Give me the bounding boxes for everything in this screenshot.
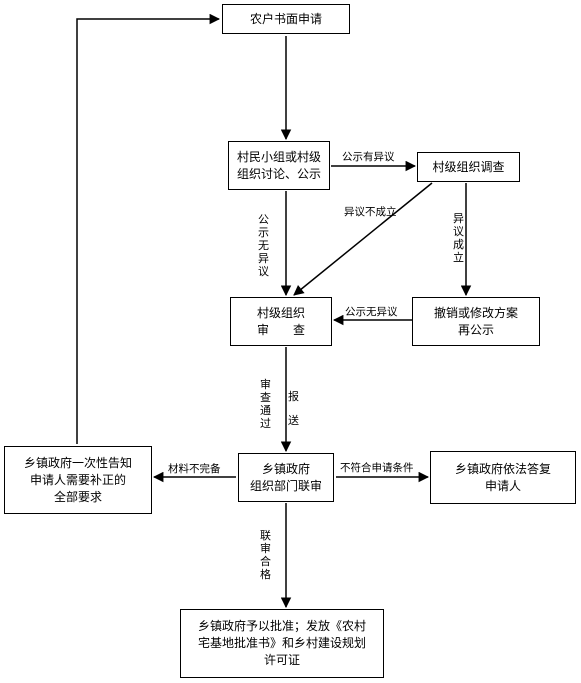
- node-farmer-application: 农户书面申请: [222, 4, 350, 34]
- label-no-objection-vertical: 公示无异议: [258, 213, 269, 278]
- node-legal-reply: 乡镇政府依法答复 申请人: [430, 451, 576, 504]
- node-approve-line-3: 许可证: [263, 653, 300, 667]
- label-objection-valid: 异议成立: [453, 212, 464, 264]
- node-reply-line-2: 申请人: [484, 478, 521, 493]
- label-objection-raised: 公示有异议: [342, 151, 395, 163]
- node-discuss-line-1: 村民小组或村级: [236, 149, 321, 164]
- node-revise-line-1: 撤销或修改方案: [433, 305, 518, 320]
- node-village-review: 村级组织 审 查: [230, 297, 332, 346]
- node-notify-line-3: 全部要求: [53, 489, 102, 504]
- node-joint-review: 乡镇政府 组织部门联审: [238, 453, 334, 502]
- node-review-line-2: 审 查: [256, 322, 305, 337]
- node-approve-line-1: 乡镇政府予以批准；发放《农村: [197, 619, 366, 633]
- label-review-passed: 审查通过: [260, 378, 271, 430]
- arrow-notify-to-apply: [76, 13, 221, 444]
- label-no-objection-horizontal: 公示无异议: [345, 306, 398, 318]
- label-submit: 报送: [288, 390, 299, 427]
- node-notify-line-2: 申请人需要补正的: [29, 472, 126, 487]
- node-discuss-line-2: 组织讨论、公示: [236, 166, 321, 181]
- node-revise-republish: 撤销或修改方案 再公示: [412, 297, 540, 346]
- label-not-qualified: 不符合申请条件: [340, 462, 414, 474]
- node-discussion-publicity: 村民小组或村级 组织讨论、公示: [228, 141, 330, 190]
- label-materials-incomplete: 材料不完备: [168, 463, 221, 475]
- node-apply-line-1: 农户书面申请: [249, 11, 322, 26]
- node-approval-issue: 乡镇政府予以批准；发放《农村 宅基地批准书》和乡村建设规划 许可证: [180, 609, 384, 678]
- label-objection-invalid: 异议不成立: [344, 206, 397, 218]
- node-joint-line-2: 组织部门联审: [249, 478, 322, 493]
- node-notify-line-1: 乡镇政府一次性告知: [23, 455, 132, 470]
- arrow-investigate-to-review: [293, 182, 433, 296]
- node-investigate-line-1: 村级组织调查: [432, 159, 505, 174]
- node-review-line-1: 村级组织: [256, 305, 305, 320]
- node-reply-line-1: 乡镇政府依法答复: [454, 461, 551, 476]
- node-joint-line-1: 乡镇政府: [261, 461, 310, 476]
- node-one-time-notice: 乡镇政府一次性告知 申请人需要补正的 全部要求: [4, 446, 152, 514]
- label-joint-review-passed: 联审合格: [260, 529, 271, 581]
- node-approve-line-2: 宅基地批准书》和乡村建设规划: [197, 636, 366, 650]
- node-village-investigation: 村级组织调查: [417, 152, 520, 182]
- node-revise-line-2: 再公示: [457, 322, 494, 337]
